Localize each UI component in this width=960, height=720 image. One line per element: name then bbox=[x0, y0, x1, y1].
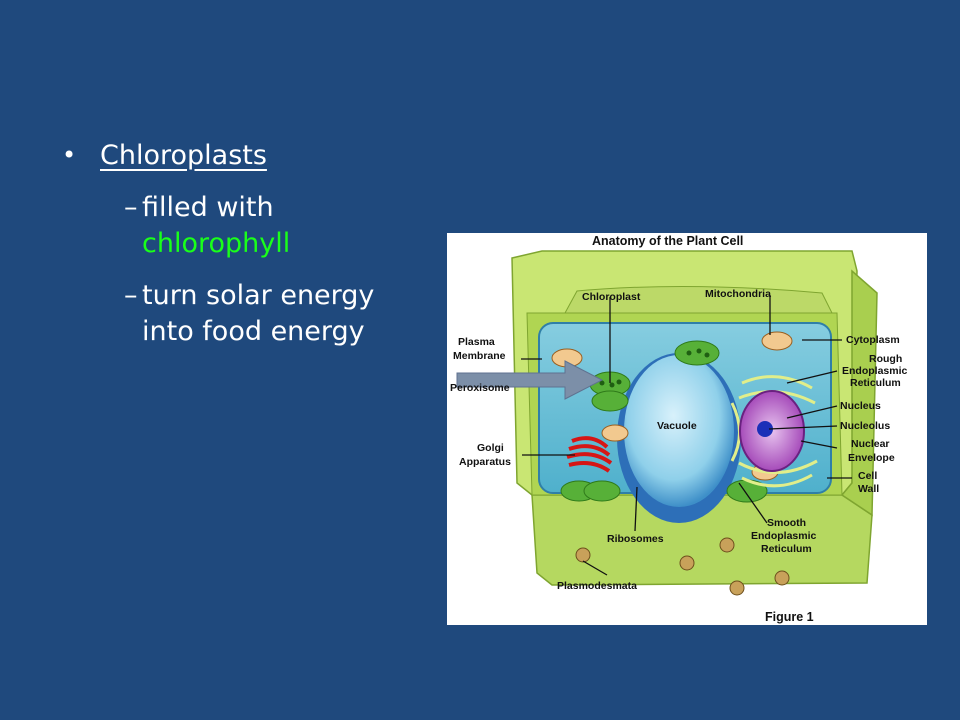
chloroplast-shapes bbox=[560, 340, 768, 503]
label-rough-1: Rough bbox=[869, 353, 902, 365]
label-cytoplasm: Cytoplasm bbox=[846, 334, 900, 346]
label-rough-3: Reticulum bbox=[850, 377, 901, 389]
nucleus-shape bbox=[739, 390, 805, 472]
label-smooth-3: Reticulum bbox=[761, 543, 812, 555]
plasmodesmata-shapes bbox=[575, 537, 790, 596]
label-smooth-2: Endoplasmic bbox=[751, 530, 817, 542]
label-plasma-1: Plasma bbox=[458, 336, 495, 348]
label-smooth-1: Smooth bbox=[767, 517, 806, 529]
pointer-arrow bbox=[456, 360, 604, 400]
label-plasmodesmata: Plasmodesmata bbox=[557, 580, 637, 592]
figure-title: Anatomy of the Plant Cell bbox=[592, 234, 743, 248]
label-plasma-2: Membrane bbox=[453, 350, 506, 362]
label-wall-2: Wall bbox=[858, 483, 879, 495]
label-chloroplast: Chloroplast bbox=[582, 291, 641, 303]
sub-bullet-dash: – bbox=[124, 192, 138, 223]
label-vacuole: Vacuole bbox=[657, 420, 697, 432]
sub-bullet-1-line-2: chlorophyll bbox=[142, 228, 291, 259]
label-ribosomes: Ribosomes bbox=[607, 533, 664, 545]
label-envelope-1: Nuclear bbox=[851, 438, 890, 450]
sub-bullet-chlorophyll: – filled with chlorophyll bbox=[62, 190, 422, 262]
vacuole-shape bbox=[617, 353, 741, 523]
label-golgi-2: Apparatus bbox=[459, 456, 511, 468]
sub-bullet-dash: – bbox=[124, 280, 138, 311]
plant-cell-figure: Anatomy of the Plant Cell Chloroplast Mi… bbox=[447, 233, 927, 625]
bullet-dot: • bbox=[62, 141, 77, 169]
bullet-chloroplasts-text: Chloroplasts bbox=[100, 140, 267, 171]
label-nucleolus: Nucleolus bbox=[840, 420, 890, 432]
leader-lines bbox=[521, 295, 852, 576]
bullet-list: • Chloroplasts – filled with chlorophyll… bbox=[62, 138, 422, 350]
label-envelope-2: Envelope bbox=[848, 452, 895, 464]
label-wall-1: Cell bbox=[858, 470, 877, 482]
sub-bullet-2-line-2: into food energy bbox=[142, 316, 365, 347]
label-peroxisome: Peroxisome bbox=[450, 382, 510, 394]
golgi-shape bbox=[566, 436, 613, 473]
sub-bullet-2-line-1: turn solar energy bbox=[142, 280, 375, 311]
label-golgi-1: Golgi bbox=[477, 442, 504, 454]
label-rough-2: Endoplasmic bbox=[842, 365, 908, 377]
plant-cell-diagram: Anatomy of the Plant Cell Chloroplast Mi… bbox=[450, 234, 908, 624]
sub-bullet-solar-energy: – turn solar energy into food energy bbox=[62, 278, 422, 350]
bullet-chloroplasts: • Chloroplasts bbox=[62, 138, 422, 174]
label-mitochondria: Mitochondria bbox=[705, 288, 771, 300]
label-nucleus: Nucleus bbox=[840, 400, 881, 412]
figure-caption: Figure 1 bbox=[765, 610, 814, 624]
sub-bullet-1-line-1: filled with bbox=[142, 192, 274, 223]
